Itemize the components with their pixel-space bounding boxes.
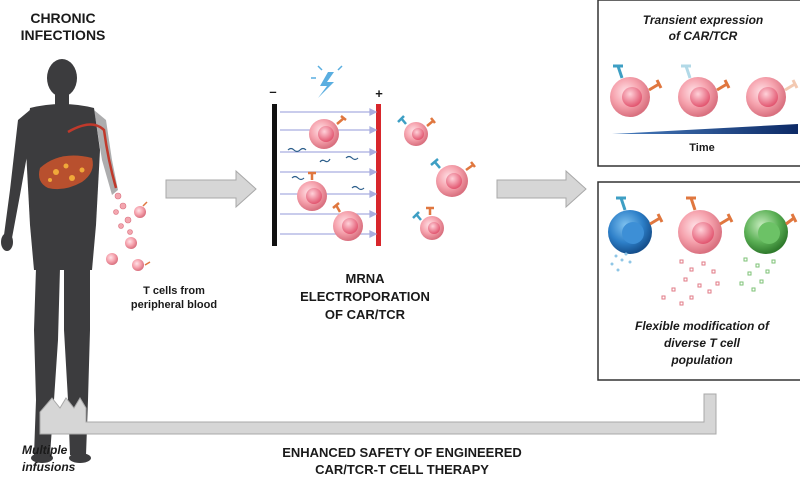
- arrow-to-electroporation: [165, 169, 257, 209]
- arrow-to-outcomes: [496, 169, 587, 209]
- tcells-line-2: peripheral blood: [130, 299, 218, 311]
- diverse-cells: [608, 196, 798, 254]
- virus-particles-icon: [48, 163, 85, 182]
- t-cells-label: T cells from peripheral blood: [118, 284, 230, 312]
- electroporation-cells: [297, 115, 363, 241]
- electro-line-2: ELECTROPORATION: [300, 289, 430, 304]
- blood-cells-icon: [113, 192, 133, 235]
- cytokine-dots: [610, 252, 776, 306]
- plus-sign: +: [375, 86, 383, 101]
- time-axis-label: Time: [689, 142, 715, 154]
- transient-line-2: of CAR/TCR: [668, 29, 738, 43]
- infusions-line-2: infusions: [22, 460, 76, 474]
- flexible-caption: Flexible modification of diverse T cell …: [606, 318, 798, 369]
- infusions-line-1: Multiple: [22, 443, 68, 457]
- transient-title: Transient expression of CAR/TCR: [608, 12, 798, 44]
- time-wedge: [612, 124, 798, 134]
- flexible-line-3: population: [671, 353, 733, 367]
- safety-line-2: CAR/TCR-T CELL THERAPY: [315, 462, 489, 477]
- tcells-line-1: T cells from: [143, 285, 205, 297]
- minus-sign: –: [269, 84, 277, 99]
- safety-line-1: ENHANCED SAFETY OF ENGINEERED: [282, 445, 522, 460]
- transient-line-1: Transient expression: [642, 13, 764, 27]
- modified-cells: [397, 115, 476, 240]
- mrna-strands-icon: [287, 147, 365, 191]
- positive-plate: [376, 104, 381, 246]
- title-line-2: INFECTIONS: [20, 27, 106, 43]
- negative-plate: [272, 104, 277, 246]
- electro-line-1: MRNA: [345, 271, 385, 286]
- title-line-1: CHRONIC: [30, 10, 96, 26]
- small-t-cells-icon: [106, 201, 151, 271]
- feedback-loop-body: [39, 393, 717, 435]
- flexible-line-2: diverse T cell: [663, 336, 741, 350]
- multiple-infusions-label: Multiple infusions: [4, 442, 94, 476]
- human-figure: [1, 59, 118, 463]
- transient-cells: [610, 64, 799, 117]
- electro-line-3: OF CAR/TCR: [324, 307, 406, 322]
- chronic-infections-title: CHRONIC INFECTIONS: [2, 10, 124, 44]
- liver-icon: [39, 155, 93, 190]
- flexible-line-1: Flexible modification of: [634, 319, 769, 333]
- lightning-icon: [311, 65, 343, 98]
- safety-label: ENHANCED SAFETY OF ENGINEERED CAR/TCR-T …: [232, 444, 572, 478]
- electroporation-label: MRNA ELECTROPORATION OF CAR/TCR: [290, 270, 440, 324]
- blood-vessel-icon: [67, 123, 118, 189]
